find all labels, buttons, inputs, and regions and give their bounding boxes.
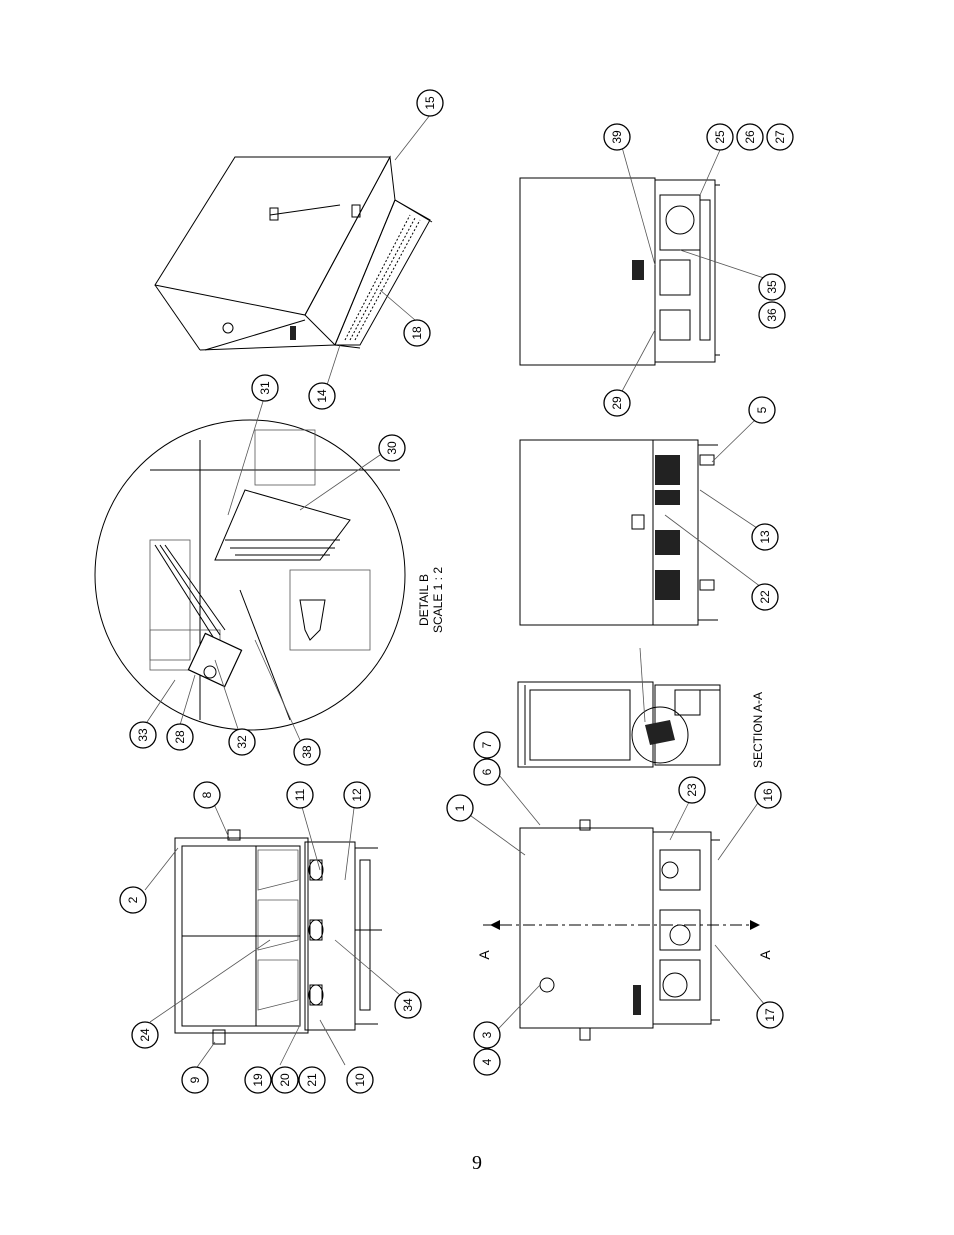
svg-text:9: 9 [188, 1076, 202, 1083]
svg-text:16: 16 [761, 788, 775, 802]
balloon-39: 39 [603, 123, 631, 151]
svg-text:32: 32 [235, 735, 249, 749]
svg-text:33: 33 [136, 728, 150, 742]
svg-text:31: 31 [258, 381, 272, 395]
balloon-14: 14 [308, 382, 336, 410]
detail-b-drawing [94, 419, 406, 731]
balloon-34: 34 [394, 991, 422, 1019]
svg-text:1: 1 [453, 804, 467, 811]
balloon-8: 8 [193, 781, 221, 809]
svg-text:30: 30 [385, 441, 399, 455]
top-right-view-drawing [519, 177, 720, 366]
balloon-21: 21 [298, 1066, 326, 1094]
svg-text:11: 11 [293, 788, 307, 801]
svg-text:4: 4 [480, 1058, 494, 1065]
detail-b-title: DETAIL B [417, 574, 431, 626]
svg-text:24: 24 [138, 1028, 152, 1042]
balloon-9: 9 [181, 1066, 209, 1094]
page-number: 9 [472, 1152, 482, 1174]
section-arrow-right-label: A [757, 950, 773, 960]
balloon-29: 29 [603, 389, 631, 417]
svg-text:20: 20 [278, 1073, 292, 1087]
svg-text:3: 3 [480, 1031, 494, 1038]
balloon-33: 33 [129, 721, 157, 749]
balloon-17: 17 [756, 1001, 784, 1029]
balloon-22: 22 [751, 583, 779, 611]
balloon-2: 2 [119, 886, 147, 914]
svg-text:35: 35 [765, 280, 779, 294]
leader-lines [144, 114, 771, 1071]
balloon-13: 13 [751, 523, 779, 551]
balloon-16: 16 [754, 781, 782, 809]
section-aa-drawing [517, 681, 721, 768]
balloon-28: 28 [166, 723, 194, 751]
balloon-23: 23 [678, 776, 706, 804]
svg-text:14: 14 [315, 389, 329, 403]
svg-text:26: 26 [743, 130, 757, 144]
section-aa-title: SECTION A-A [751, 692, 765, 768]
balloon-30: 30 [378, 434, 406, 462]
svg-text:28: 28 [173, 730, 187, 744]
svg-text:27: 27 [773, 130, 787, 144]
balloon-36: 36 [758, 301, 786, 329]
svg-text:18: 18 [410, 326, 424, 340]
svg-text:7: 7 [480, 741, 494, 748]
balloon-5: 5 [748, 396, 776, 424]
detail-b-scale: SCALE 1 : 2 [431, 567, 445, 633]
balloon-26: 26 [736, 123, 764, 151]
balloon-6: 6 [473, 758, 501, 786]
svg-text:29: 29 [610, 396, 624, 410]
section-arrow-left-label: A [476, 950, 492, 960]
side-view-drawing [483, 819, 760, 1041]
balloon-3: 3 [473, 1021, 501, 1049]
svg-text:17: 17 [763, 1008, 777, 1022]
balloon-18: 18 [403, 319, 431, 347]
balloon-24: 24 [131, 1021, 159, 1049]
annotation-text: DETAIL B SCALE 1 : 2 SECTION A-A A A [417, 567, 773, 960]
balloon-31: 31 [251, 374, 279, 402]
balloon-35: 35 [758, 273, 786, 301]
balloon-10: 10 [346, 1066, 374, 1094]
balloon-4: 4 [473, 1048, 501, 1076]
svg-text:39: 39 [610, 130, 624, 144]
svg-text:34: 34 [401, 998, 415, 1012]
svg-text:12: 12 [350, 788, 364, 802]
svg-text:23: 23 [685, 783, 699, 797]
rear-view-drawing [519, 439, 718, 626]
svg-text:15: 15 [423, 96, 437, 110]
svg-text:5: 5 [755, 406, 769, 413]
svg-text:21: 21 [305, 1073, 319, 1087]
svg-text:8: 8 [200, 791, 214, 798]
balloon-19: 19 [244, 1066, 272, 1094]
balloon-12: 12 [343, 781, 371, 809]
balloon-15: 15 [416, 89, 444, 117]
balloon-32: 32 [228, 728, 256, 756]
svg-text:10: 10 [353, 1073, 367, 1087]
balloon-1: 1 [446, 794, 474, 822]
svg-text:38: 38 [300, 745, 314, 759]
svg-text:2: 2 [126, 896, 140, 903]
svg-text:6: 6 [480, 768, 494, 775]
svg-text:13: 13 [758, 530, 772, 544]
svg-text:22: 22 [758, 590, 772, 604]
front-view-drawing [174, 829, 382, 1045]
isometric-view-drawing [154, 155, 433, 351]
svg-text:19: 19 [251, 1073, 265, 1087]
svg-text:36: 36 [765, 308, 779, 322]
balloon-11: 11 [286, 781, 314, 809]
balloon-20: 20 [271, 1066, 299, 1094]
balloon-7: 7 [473, 731, 501, 759]
balloon-25: 25 [706, 123, 734, 151]
balloon-38: 38 [293, 738, 321, 766]
svg-text:25: 25 [713, 130, 727, 144]
balloon-27: 27 [766, 123, 794, 151]
